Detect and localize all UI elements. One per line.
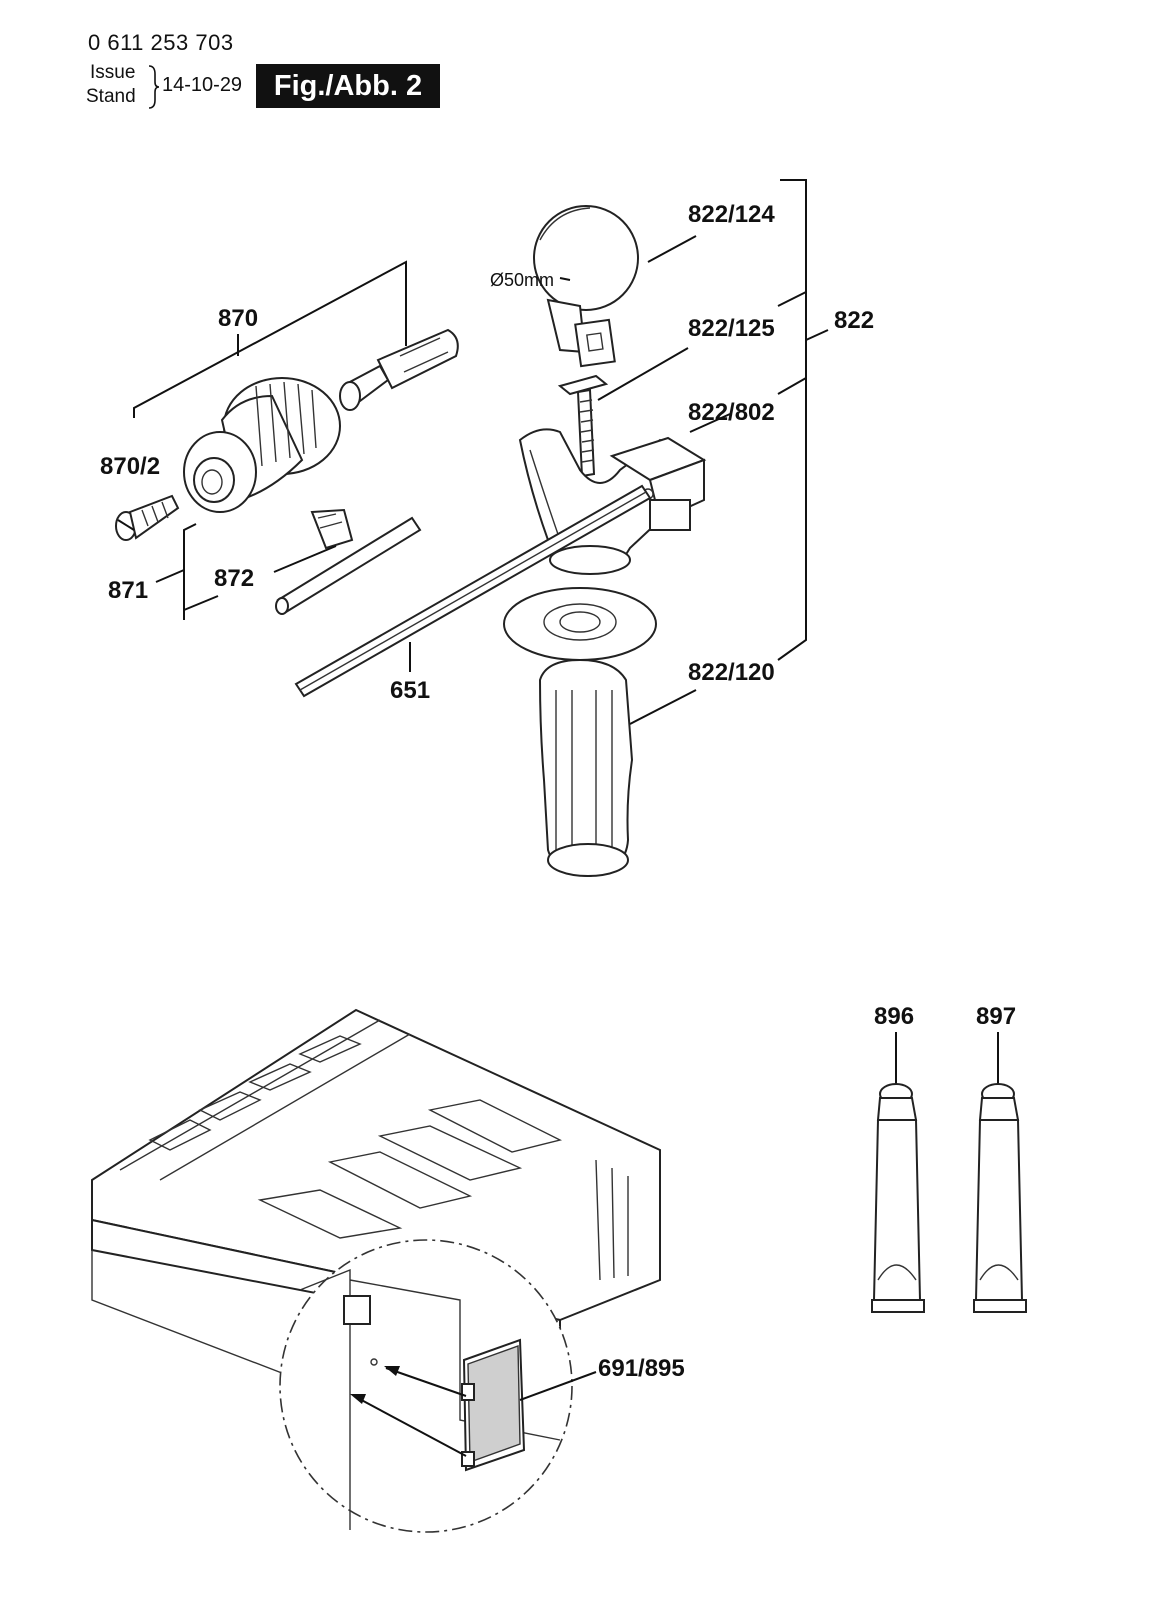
label-872: 872 xyxy=(214,565,254,592)
label-822-802: 822/802 xyxy=(688,399,775,426)
stand-label: Stand xyxy=(86,86,136,107)
label-822-125: 822/125 xyxy=(688,315,775,342)
sds-adapter xyxy=(339,328,459,411)
label-822-124: 822/124 xyxy=(688,201,775,228)
label-691-895: 691/895 xyxy=(598,1355,685,1382)
detail-view xyxy=(279,1239,597,1533)
chuck-key xyxy=(273,508,422,615)
label-871: 871 xyxy=(108,577,148,604)
drill-chuck xyxy=(183,377,341,513)
arrow-icon xyxy=(350,1366,467,1457)
document-number: 0 611 253 703 xyxy=(88,30,234,55)
issue-date: 14-10-29 xyxy=(162,74,243,96)
issue-label: Issue xyxy=(90,62,136,83)
label-896: 896 xyxy=(874,1003,914,1030)
grip-texture xyxy=(555,690,613,856)
label-870: 870 xyxy=(218,305,258,332)
label-897: 897 xyxy=(976,1003,1016,1030)
label-diameter: Ø50mm xyxy=(490,270,554,290)
label-651: 651 xyxy=(390,677,430,704)
chuck-screw xyxy=(115,494,180,541)
depth-stop-rod xyxy=(294,484,652,698)
label-822-120: 822/120 xyxy=(688,659,775,686)
grease-tube-897 xyxy=(973,1032,1027,1313)
label-870-2: 870/2 xyxy=(100,453,160,480)
group-bracket-870 xyxy=(133,260,407,620)
clamping-band xyxy=(533,205,697,368)
brace-icon xyxy=(148,65,160,109)
figure-label: Fig./Abb. 2 xyxy=(256,64,440,108)
grease-tube-896 xyxy=(871,1032,925,1313)
label-822: 822 xyxy=(834,307,874,334)
group-bracket-822 xyxy=(777,179,829,661)
case-ribs xyxy=(148,1035,563,1239)
side-handle-grip xyxy=(503,587,697,878)
t-bolt xyxy=(557,347,689,478)
